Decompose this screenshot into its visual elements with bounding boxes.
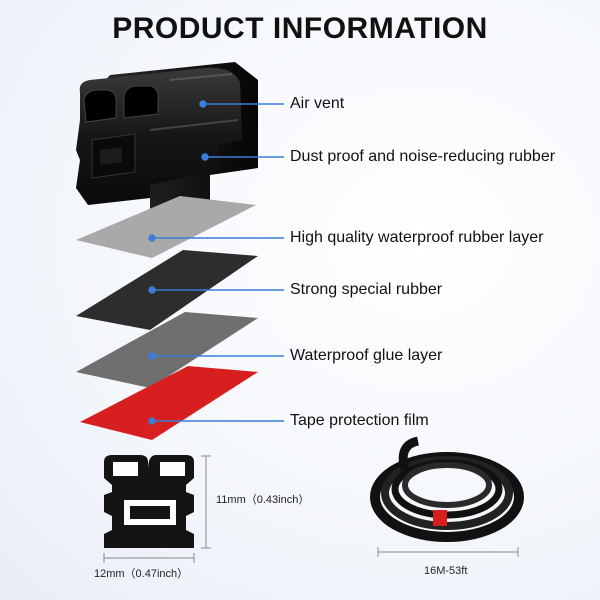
waterproof-glue-layer [76, 312, 258, 388]
cross-section-profile [103, 455, 211, 563]
tape-protection-film [80, 366, 258, 440]
waterproof-rubber-layer [76, 196, 256, 258]
coiled-rubber-roll [370, 436, 524, 557]
height-dimension-label: 11mm（0.43inch） [216, 494, 310, 506]
label-waterproof-glue-layer: Waterproof glue layer [290, 347, 443, 364]
rubber-strip-3d [76, 62, 258, 210]
label-air-vent: Air vent [290, 95, 345, 112]
leader-lines [148, 100, 284, 425]
width-dimension-label: 12mm（0.47inch） [94, 568, 189, 580]
length-dimension-label: 16M-53ft [424, 565, 468, 577]
page-title: PRODUCT INFORMATION [112, 12, 488, 45]
label-dust-proof-rubber: Dust proof and noise-reducing rubber [290, 148, 556, 165]
label-tape-protection-film: Tape protection film [290, 412, 429, 429]
label-strong-special-rubber: Strong special rubber [290, 281, 443, 298]
label-waterproof-rubber-layer: High quality waterproof rubber layer [290, 229, 544, 246]
